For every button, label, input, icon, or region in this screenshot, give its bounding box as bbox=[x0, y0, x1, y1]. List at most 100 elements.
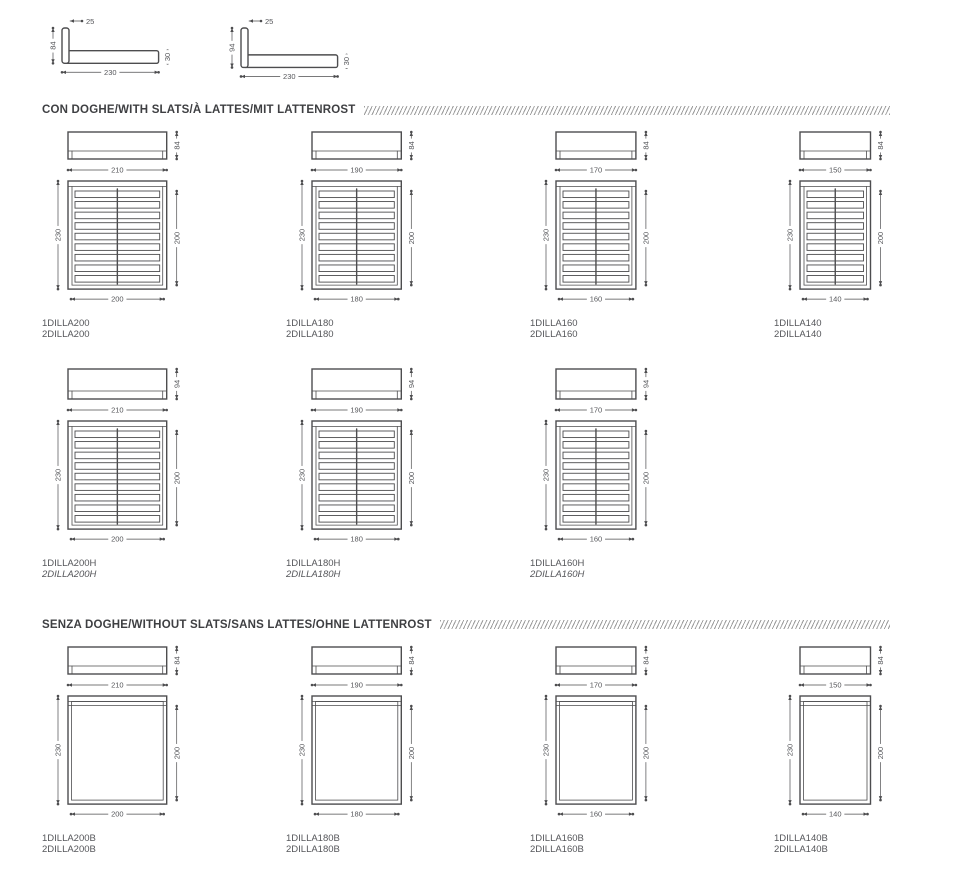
dimension-horizontal: 180 bbox=[313, 809, 400, 818]
section-header: CON DOGHE/WITH SLATS/À LATTES/MIT LATTEN… bbox=[42, 104, 890, 116]
dimension-vertical: 84 bbox=[48, 26, 58, 65]
product-code: 2DILLA180B bbox=[286, 843, 340, 855]
dim-label: 84 bbox=[407, 656, 416, 664]
dimension-vertical: 200 bbox=[876, 704, 885, 801]
dim-label: 84 bbox=[642, 141, 651, 149]
headboard-front-view bbox=[555, 368, 637, 400]
product-code: 2DILLA160 bbox=[530, 329, 578, 341]
plan-view bbox=[555, 694, 637, 805]
dimension-vertical: 230 bbox=[541, 179, 551, 291]
dimension-vertical: 200 bbox=[641, 189, 651, 287]
plan-view bbox=[311, 180, 403, 290]
dim-label: 140 bbox=[829, 295, 842, 304]
dimension-vertical: 230 bbox=[541, 694, 551, 805]
dimension-vertical: 230 bbox=[297, 694, 307, 805]
dim-label: 180 bbox=[350, 534, 363, 543]
product-code: 2DILLA180H bbox=[286, 569, 341, 581]
dimension-vertical: 200 bbox=[406, 189, 416, 287]
hatch-divider bbox=[363, 105, 890, 115]
dim-label: 84 bbox=[172, 141, 181, 149]
dim-label: 230 bbox=[542, 469, 551, 482]
product-code: 1DILLA200B bbox=[42, 832, 96, 844]
dim-label: 170 bbox=[590, 166, 603, 175]
dim-label: 200 bbox=[172, 746, 181, 759]
dimension-vertical: 230 bbox=[53, 419, 63, 531]
plan-view bbox=[311, 420, 403, 530]
dim-label: 200 bbox=[407, 746, 416, 759]
dim-label: 230 bbox=[298, 229, 307, 242]
product-code: 2DILLA180 bbox=[286, 329, 334, 341]
headboard-front-view bbox=[67, 645, 168, 675]
dim-label: 190 bbox=[350, 680, 363, 689]
headboard-front-view bbox=[799, 645, 872, 675]
product-code: 1DILLA140B bbox=[774, 832, 828, 844]
section-header: SENZA DOGHE/WITHOUT SLATS/SANS LATTES/OH… bbox=[42, 619, 890, 631]
dimension-horizontal: 180 bbox=[313, 534, 400, 543]
dim-label: 230 bbox=[298, 469, 307, 482]
dimension-horizontal: 140 bbox=[801, 809, 869, 818]
dimension-vertical: 84 bbox=[172, 130, 181, 161]
dimension-headboard-thickness: 25 bbox=[69, 17, 94, 26]
dim-label: 230 bbox=[786, 229, 795, 242]
bed-side-shape bbox=[61, 27, 160, 64]
product-code: 1DILLA180 bbox=[286, 318, 334, 329]
dim-label: 180 bbox=[350, 809, 363, 818]
dim-label: 200 bbox=[111, 534, 124, 543]
dim-label: 200 bbox=[876, 232, 885, 245]
dimension-horizontal: 160 bbox=[557, 809, 635, 818]
dimension-vertical: 94 bbox=[227, 26, 237, 69]
dimension-horizontal: 200 bbox=[69, 294, 165, 304]
dim-label: 230 bbox=[786, 743, 795, 756]
product-code: 1DILLA160 bbox=[530, 318, 578, 329]
dim-label: 200 bbox=[407, 232, 416, 245]
dimension-vertical: 230 bbox=[785, 694, 795, 805]
dim-label: 200 bbox=[407, 472, 416, 485]
dim-label: 94 bbox=[642, 380, 651, 388]
section-title: SENZA DOGHE/WITHOUT SLATS/SANS LATTES/OH… bbox=[42, 618, 432, 631]
dimension-vertical: 230 bbox=[541, 419, 551, 531]
dimension-horizontal: 150 bbox=[798, 680, 872, 689]
headboard-front-view bbox=[67, 368, 168, 400]
dim-label: 200 bbox=[172, 472, 181, 485]
dimension-vertical: 94 bbox=[641, 367, 651, 401]
dimension-horizontal: 200 bbox=[69, 809, 165, 818]
product-code: 1DILLA200H bbox=[42, 557, 97, 569]
headboard-front-view bbox=[311, 645, 403, 675]
dim-label: 230 bbox=[298, 743, 307, 756]
product-code: 2DILLA200H bbox=[42, 569, 97, 581]
dimension-horizontal: 180 bbox=[313, 294, 400, 304]
dim-label: 140 bbox=[829, 809, 842, 818]
dimension-vertical: 200 bbox=[641, 429, 651, 527]
headboard-front-view bbox=[311, 368, 403, 400]
plan-view bbox=[311, 694, 403, 805]
dimension-vertical: 84 bbox=[641, 645, 651, 675]
product-code: 1DILLA200 bbox=[42, 318, 90, 329]
dimension-horizontal: 190 bbox=[310, 165, 403, 175]
dim-label: 84 bbox=[642, 656, 651, 664]
dimension-vertical: 200 bbox=[406, 429, 416, 527]
product-code: 1DILLA160H bbox=[530, 557, 585, 569]
hatch-divider bbox=[439, 620, 890, 630]
dimension-horizontal: 210 bbox=[66, 405, 168, 414]
dim-label: 180 bbox=[350, 295, 363, 304]
product-code: 2DILLA140 bbox=[774, 329, 822, 341]
dimension-vertical: 84 bbox=[406, 130, 416, 161]
plan-view bbox=[67, 420, 168, 530]
dimension-horizontal: 210 bbox=[66, 165, 168, 175]
dimension-vertical: 230 bbox=[785, 179, 795, 291]
dimension-horizontal: 190 bbox=[310, 680, 403, 689]
